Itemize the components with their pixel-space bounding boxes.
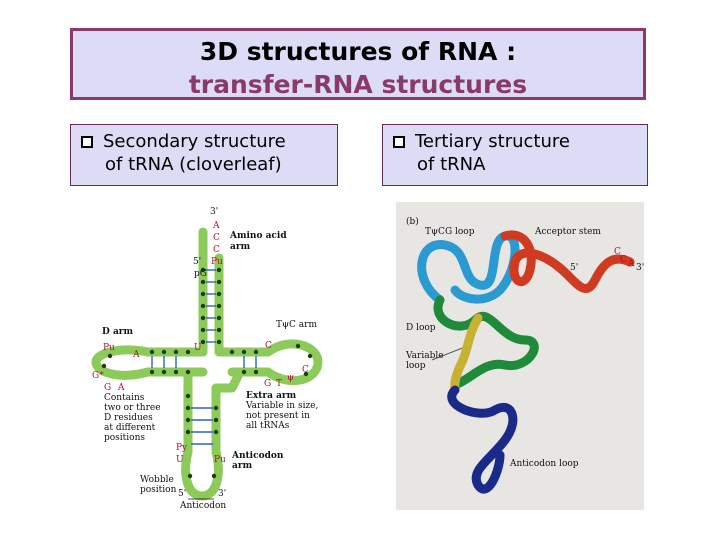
d-loop-nucleotide: G: [104, 383, 111, 393]
title-line-1: 3D structures of RNA :: [199, 37, 517, 66]
d-loop-nucleotide: G*: [92, 371, 104, 381]
cloverleaf-base-pairs: [151, 269, 257, 445]
t-arm-nucleotide: C: [302, 365, 309, 375]
acceptor-nucleotide: C: [213, 245, 220, 255]
extra-arm-desc: all tRNAs: [246, 421, 290, 431]
tertiary-3prime-label: 3': [636, 263, 644, 273]
amino-acid-arm-label: Amino acid: [229, 231, 287, 241]
extra-arm-desc: Variable in size,: [245, 401, 318, 411]
d-residues-desc: positions: [104, 433, 145, 443]
ribbon-navy: [447, 385, 518, 494]
d-residues-desc: Contains: [104, 393, 145, 403]
d-loop-nucleotide: A: [132, 350, 140, 360]
checkbox-bullet-icon: [81, 136, 93, 148]
acceptor-nucleotide: Pu: [211, 257, 223, 267]
anticodon-3prime: 3': [218, 489, 226, 499]
tertiary-end-nucleotide: C: [614, 247, 621, 257]
cloverleaf-backbone: [91, 227, 323, 501]
checkbox-bullet-icon: [393, 136, 405, 148]
d-residues-desc: at different: [104, 423, 156, 433]
d-loop-nucleotide: Pu: [103, 343, 115, 353]
pg-label: pG: [194, 269, 207, 279]
tpsic-arm-label: TψC arm: [276, 320, 317, 330]
t-arm-nucleotide: T: [276, 379, 282, 389]
anticodon-loop-nucleotide: U: [176, 455, 184, 465]
title-box: 3D structures of RNA : transfer-RNA stru…: [70, 28, 646, 100]
secondary-structure-heading: Secondary structure of tRNA (cloverleaf): [70, 124, 338, 186]
tertiary-end-nucleotide: A: [627, 259, 635, 269]
acceptor-stem-label: Acceptor stem: [534, 227, 601, 237]
anticodon-loop-nucleotide: Pu: [214, 455, 226, 465]
secondary-line-1: Secondary structure: [103, 131, 286, 152]
tertiary-end-nucleotide: C: [620, 255, 627, 265]
acceptor-nucleotide: C: [213, 233, 220, 243]
anticodon-label: Anticodon: [179, 501, 226, 511]
panel-letter: (b): [406, 216, 419, 227]
acceptor-nucleotide: A: [212, 221, 220, 231]
anticodon-arm-label: Anticodon: [231, 451, 284, 461]
anticodon-arm-label-2: arm: [232, 461, 253, 471]
d-residues-desc: two or three: [104, 403, 161, 413]
variable-loop-label: Variable: [405, 351, 444, 361]
tertiary-line-1: Tertiary structure: [415, 131, 570, 152]
wobble-label-2: position: [140, 485, 177, 495]
anticodon-loop-label: Anticodon loop: [509, 459, 579, 469]
tertiary-5prime-label: 5': [570, 263, 578, 273]
wobble-label: Wobble: [140, 475, 174, 485]
extra-arm-desc: not present in: [246, 411, 310, 421]
extra-arm-label: Extra arm: [246, 391, 297, 401]
variable-loop-label-2: loop: [406, 361, 426, 371]
d-arm-label: D arm: [102, 327, 134, 337]
tertiary-line-2: of tRNA: [417, 154, 486, 175]
d-loop-label: D loop: [406, 323, 436, 333]
tertiary-structure-heading: Tertiary structure of tRNA: [382, 124, 648, 186]
t-arm-nucleotide: U: [194, 343, 202, 353]
secondary-line-2: of tRNA (cloverleaf): [105, 154, 282, 175]
tertiary-ribbon: [417, 230, 635, 494]
title-line-2: transfer-RNA structures: [188, 70, 528, 99]
t-arm-nucleotide: ψ: [287, 373, 294, 383]
amino-acid-arm-label-2: arm: [230, 242, 251, 252]
t-arm-nucleotide: C: [265, 341, 272, 351]
anticodon-loop-nucleotide: Py: [176, 443, 188, 453]
ribbon-green: [433, 295, 539, 390]
t-arm-nucleotide: G: [264, 379, 271, 389]
anticodon-5prime: 5': [178, 489, 186, 499]
tpsic-loop-label: TψCG loop: [425, 227, 475, 237]
cloverleaf-3prime-label: 3': [210, 207, 218, 217]
cloverleaf-diagram: 3' A C C Pu 5' pG Amino acid arm D arm T…: [91, 207, 323, 511]
cloverleaf-nucleotide-dots: [101, 267, 313, 479]
d-residues-desc: D residues: [104, 413, 153, 423]
tertiary-diagram: (b) TψCG loop Acceptor stem D loop Varia…: [396, 202, 644, 510]
ribbon-cyan: [417, 231, 520, 305]
d-loop-nucleotide: A: [117, 383, 125, 393]
cloverleaf-5prime-label: 5': [193, 257, 201, 267]
ribbon-red: [500, 230, 635, 293]
ribbon-yellow: [450, 313, 483, 395]
